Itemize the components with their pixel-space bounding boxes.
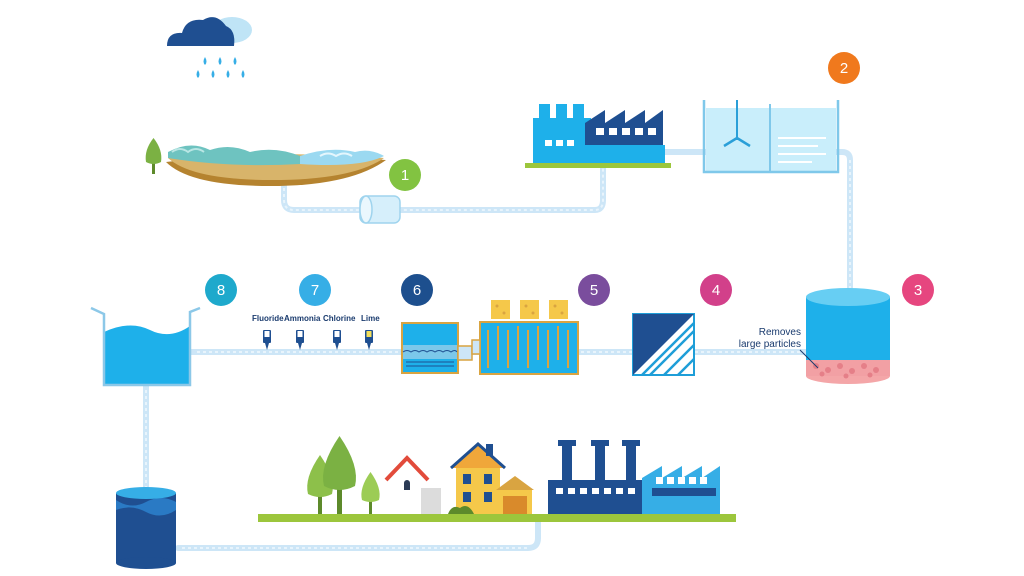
pipe-lake-to-pump	[281, 159, 606, 213]
factory-icon-treatment-plant	[525, 104, 671, 168]
clear-water-tank-icon	[90, 306, 201, 387]
annotation-line-2: large particles	[738, 339, 801, 350]
chlorine-doser-icon	[333, 330, 341, 350]
svg-text:7: 7	[311, 282, 319, 299]
tree-icon	[145, 138, 162, 174]
factory-icon	[548, 440, 720, 514]
chemical-label-ammonia: Ammonia	[284, 314, 321, 323]
chemical-label-chlorine: Chlorine	[323, 314, 356, 323]
svg-text:1: 1	[401, 167, 409, 184]
step-badge-1: 1	[389, 159, 421, 191]
step-badge-3: 3	[902, 274, 934, 306]
svg-text:4: 4	[712, 282, 720, 299]
step-badge-2: 2	[828, 52, 860, 84]
ammonia-doser-icon	[296, 330, 304, 350]
sand-filter-tank-icon	[401, 322, 481, 374]
svg-text:3: 3	[914, 282, 922, 299]
sedimentation-tank-icon	[799, 288, 890, 384]
step-badge-5: 5	[578, 274, 610, 306]
step-badge-4: 4	[700, 274, 732, 306]
tree-icon	[323, 436, 356, 514]
svg-text:8: 8	[217, 282, 225, 299]
sedimentation-annotation: Removes large particles	[739, 327, 801, 351]
step-badge-8: 8	[205, 274, 237, 306]
chemical-dosers	[263, 330, 373, 350]
house-icon	[384, 455, 441, 514]
chemical-label-fluoride: Fluoride	[252, 314, 284, 323]
pipe-bottom-line	[175, 517, 541, 551]
annotation-line-1: Removes	[758, 327, 801, 338]
chemical-label-lime: Lime	[361, 314, 380, 323]
reservoir-lake-icon	[166, 145, 386, 186]
mixing-tank-icon	[702, 100, 840, 174]
water-tower-icon	[116, 487, 176, 569]
lime-doser-icon	[365, 330, 373, 350]
pipe-mixer-to-sediment	[833, 149, 853, 293]
svg-text:2: 2	[840, 60, 848, 77]
intake-pump-icon	[359, 195, 401, 224]
svg-text:5: 5	[590, 282, 598, 299]
step-badges: 1 2 3 4 5 6 7 8	[205, 52, 934, 306]
flocculation-tank-icon	[479, 300, 579, 375]
svg-text:6: 6	[413, 282, 421, 299]
house-icon	[450, 441, 534, 514]
filter-icon	[632, 313, 695, 376]
rain-cloud-icon	[167, 17, 252, 78]
hedge-icon	[448, 506, 474, 514]
town-scene	[258, 436, 736, 522]
step-badge-7: 7	[299, 274, 331, 306]
tree-icon	[361, 472, 380, 514]
fluoride-doser-icon	[263, 330, 271, 350]
step-badge-6: 6	[401, 274, 433, 306]
